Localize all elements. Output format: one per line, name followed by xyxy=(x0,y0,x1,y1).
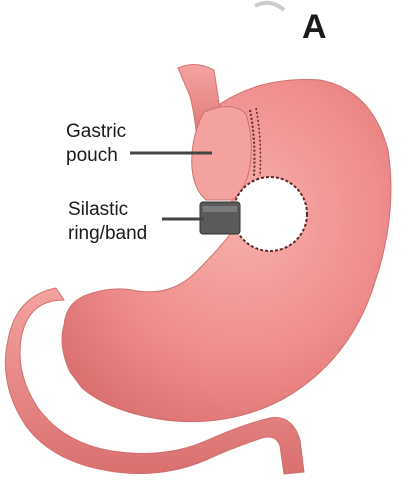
gastric-pouch-label-line1: Gastric xyxy=(66,120,126,144)
silastic-band-label-line2: ring/band xyxy=(68,222,147,246)
gastric-pouch-label-line2: pouch xyxy=(66,144,126,168)
silastic-band-label-line1: Silastic xyxy=(68,198,147,222)
silastic-band-label: Silastic ring/band xyxy=(68,198,147,246)
partial-figure-mark xyxy=(255,3,284,10)
gastric-pouch-label: Gastric pouch xyxy=(66,120,126,168)
panel-letter: A xyxy=(302,8,327,47)
stapled-window xyxy=(233,177,307,251)
